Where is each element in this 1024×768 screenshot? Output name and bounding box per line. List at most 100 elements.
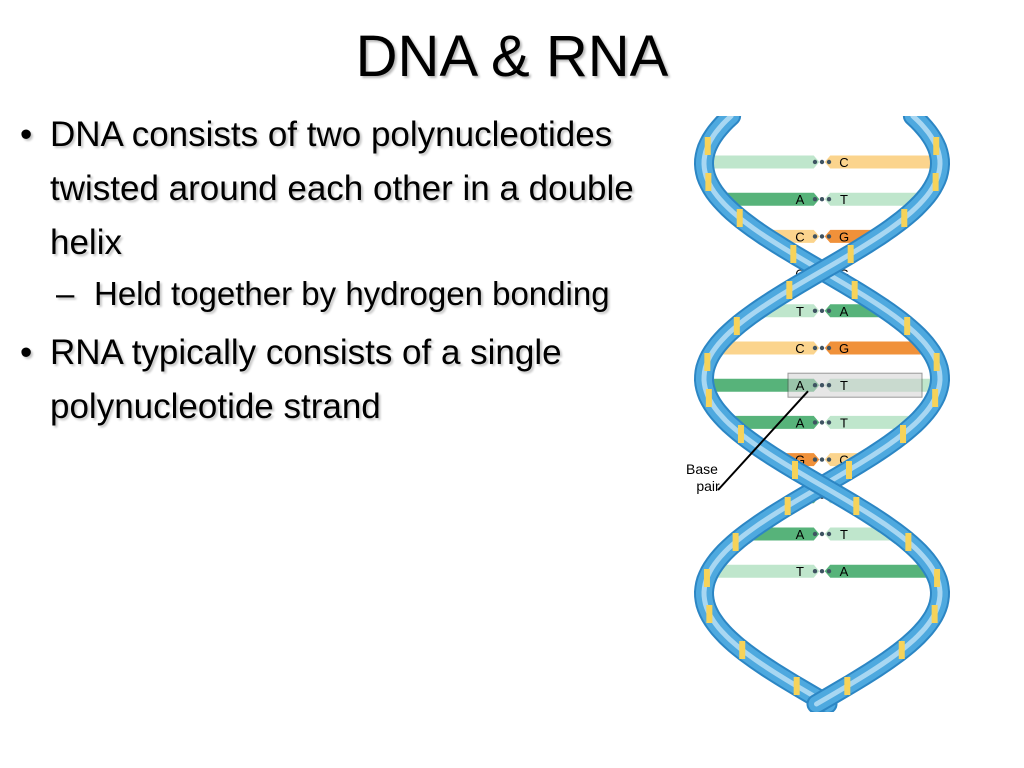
sub-bullet-hydrogen: – Held together by hydrogen bonding [18,272,658,316]
base-left [703,154,821,170]
sugar-marker [934,569,941,587]
sugar-marker [733,317,740,335]
hydrogen-bond-dot [812,345,818,351]
sugar-marker [704,137,711,155]
base-right-label: T [840,378,848,393]
hydrogen-bond-dot [826,420,832,425]
base-left-label: A [796,378,805,393]
slide-body: • DNA consists of two polynucleotides tw… [18,108,658,434]
sugar-marker [739,641,746,659]
hydrogen-bond-dot [819,383,825,388]
sugar-phosphate-backbones [693,116,951,712]
sugar-marker [786,281,793,299]
bullet-dot: • [20,115,33,154]
hydrogen-bond-dot [812,383,818,388]
base-left-label: G [795,453,805,468]
bullet-rna-text: RNA typically consists of a single polyn… [50,333,562,426]
hydrogen-bond-dot [826,197,832,202]
sub-bullet-dash: – [56,275,75,312]
base-pair-highlight [787,372,923,398]
callout-label-line1: Base [686,461,718,477]
callout-label-line2: pair [696,478,720,494]
sugar-marker [736,209,743,227]
bullet-dot: • [20,333,33,372]
hydrogen-bond-dot [812,569,818,574]
base-right-label: G [839,229,849,244]
sugar-marker [932,173,939,191]
base-left-label: A [796,192,805,207]
base-right-label: T [840,192,848,207]
hydrogen-bond-dot [819,159,825,165]
hydrogen-bond-dot [819,420,825,425]
bullet-dna: • DNA consists of two polynucleotides tw… [18,108,658,270]
hydrogen-bond-dot [826,308,832,313]
sugar-marker [905,533,912,551]
base-left-label: C [795,341,804,356]
sugar-marker [847,245,854,263]
hydrogen-bond-dot [826,531,832,537]
sugar-marker [844,677,851,695]
base-right-label: A [840,304,849,319]
sugar-marker [933,353,940,371]
bullet-dna-text: DNA consists of two polynucleotides twis… [50,115,634,262]
sugar-marker [904,317,911,335]
hydrogen-bond-dot [826,159,832,165]
sugar-marker [705,173,712,191]
hydrogen-bond-dot [819,308,825,313]
sugar-marker [853,497,860,515]
hydrogen-bond-dot [819,457,825,462]
base-right-label: T [840,527,848,542]
hydrogen-bond-dot [819,234,825,239]
sugar-marker [846,461,853,479]
sugar-marker [932,389,939,407]
sugar-marker [793,677,800,695]
hydrogen-bond-dot [812,197,818,202]
hydrogen-bond-dot [826,234,832,239]
base-right-label: A [840,564,849,579]
base-left-label: T [796,564,804,579]
base-left-label: A [796,527,805,542]
sugar-marker [931,605,938,623]
bullet-rna: • RNA typically consists of a single pol… [18,326,658,434]
base-left-label: A [796,415,805,430]
hydrogen-bond-dot [819,345,825,351]
sugar-marker [790,245,797,263]
hydrogen-bond-dot [826,345,832,351]
hydrogen-bond-dot [812,234,818,239]
sugar-marker [706,605,713,623]
hydrogen-bond-dot [812,420,818,425]
hydrogen-bond-dot [819,197,825,202]
base-left-label: C [795,229,804,244]
sugar-marker [705,389,712,407]
sugar-marker [791,461,798,479]
hydrogen-bond-dot [826,457,832,462]
base-right-label: G [839,341,849,356]
sugar-marker [933,137,940,155]
callout-leader-line [717,390,809,491]
sugar-marker [900,425,907,443]
hydrogen-bond-dot [819,569,825,574]
sugar-marker [703,569,710,587]
hydrogen-bond-dot [826,569,832,574]
backbone-shine-2 [701,116,943,707]
base-right-label: T [840,415,848,430]
hydrogen-bond-dot [812,457,818,462]
base-pair-1: C [703,154,941,170]
sugar-marker [704,353,711,371]
sub-bullet-hydrogen-text: Held together by hydrogen bonding [94,275,610,312]
sugar-marker [901,209,908,227]
base-right-label: C [839,453,848,468]
hydrogen-bond-dot [812,159,818,165]
slide-title: DNA & RNA [355,24,669,89]
hydrogen-bond-dot [812,531,818,537]
hydrogen-bond-dot [819,531,825,537]
hydrogen-bond-dot [812,308,818,313]
sugar-marker [737,425,744,443]
backbone-shine-1 [701,116,943,707]
